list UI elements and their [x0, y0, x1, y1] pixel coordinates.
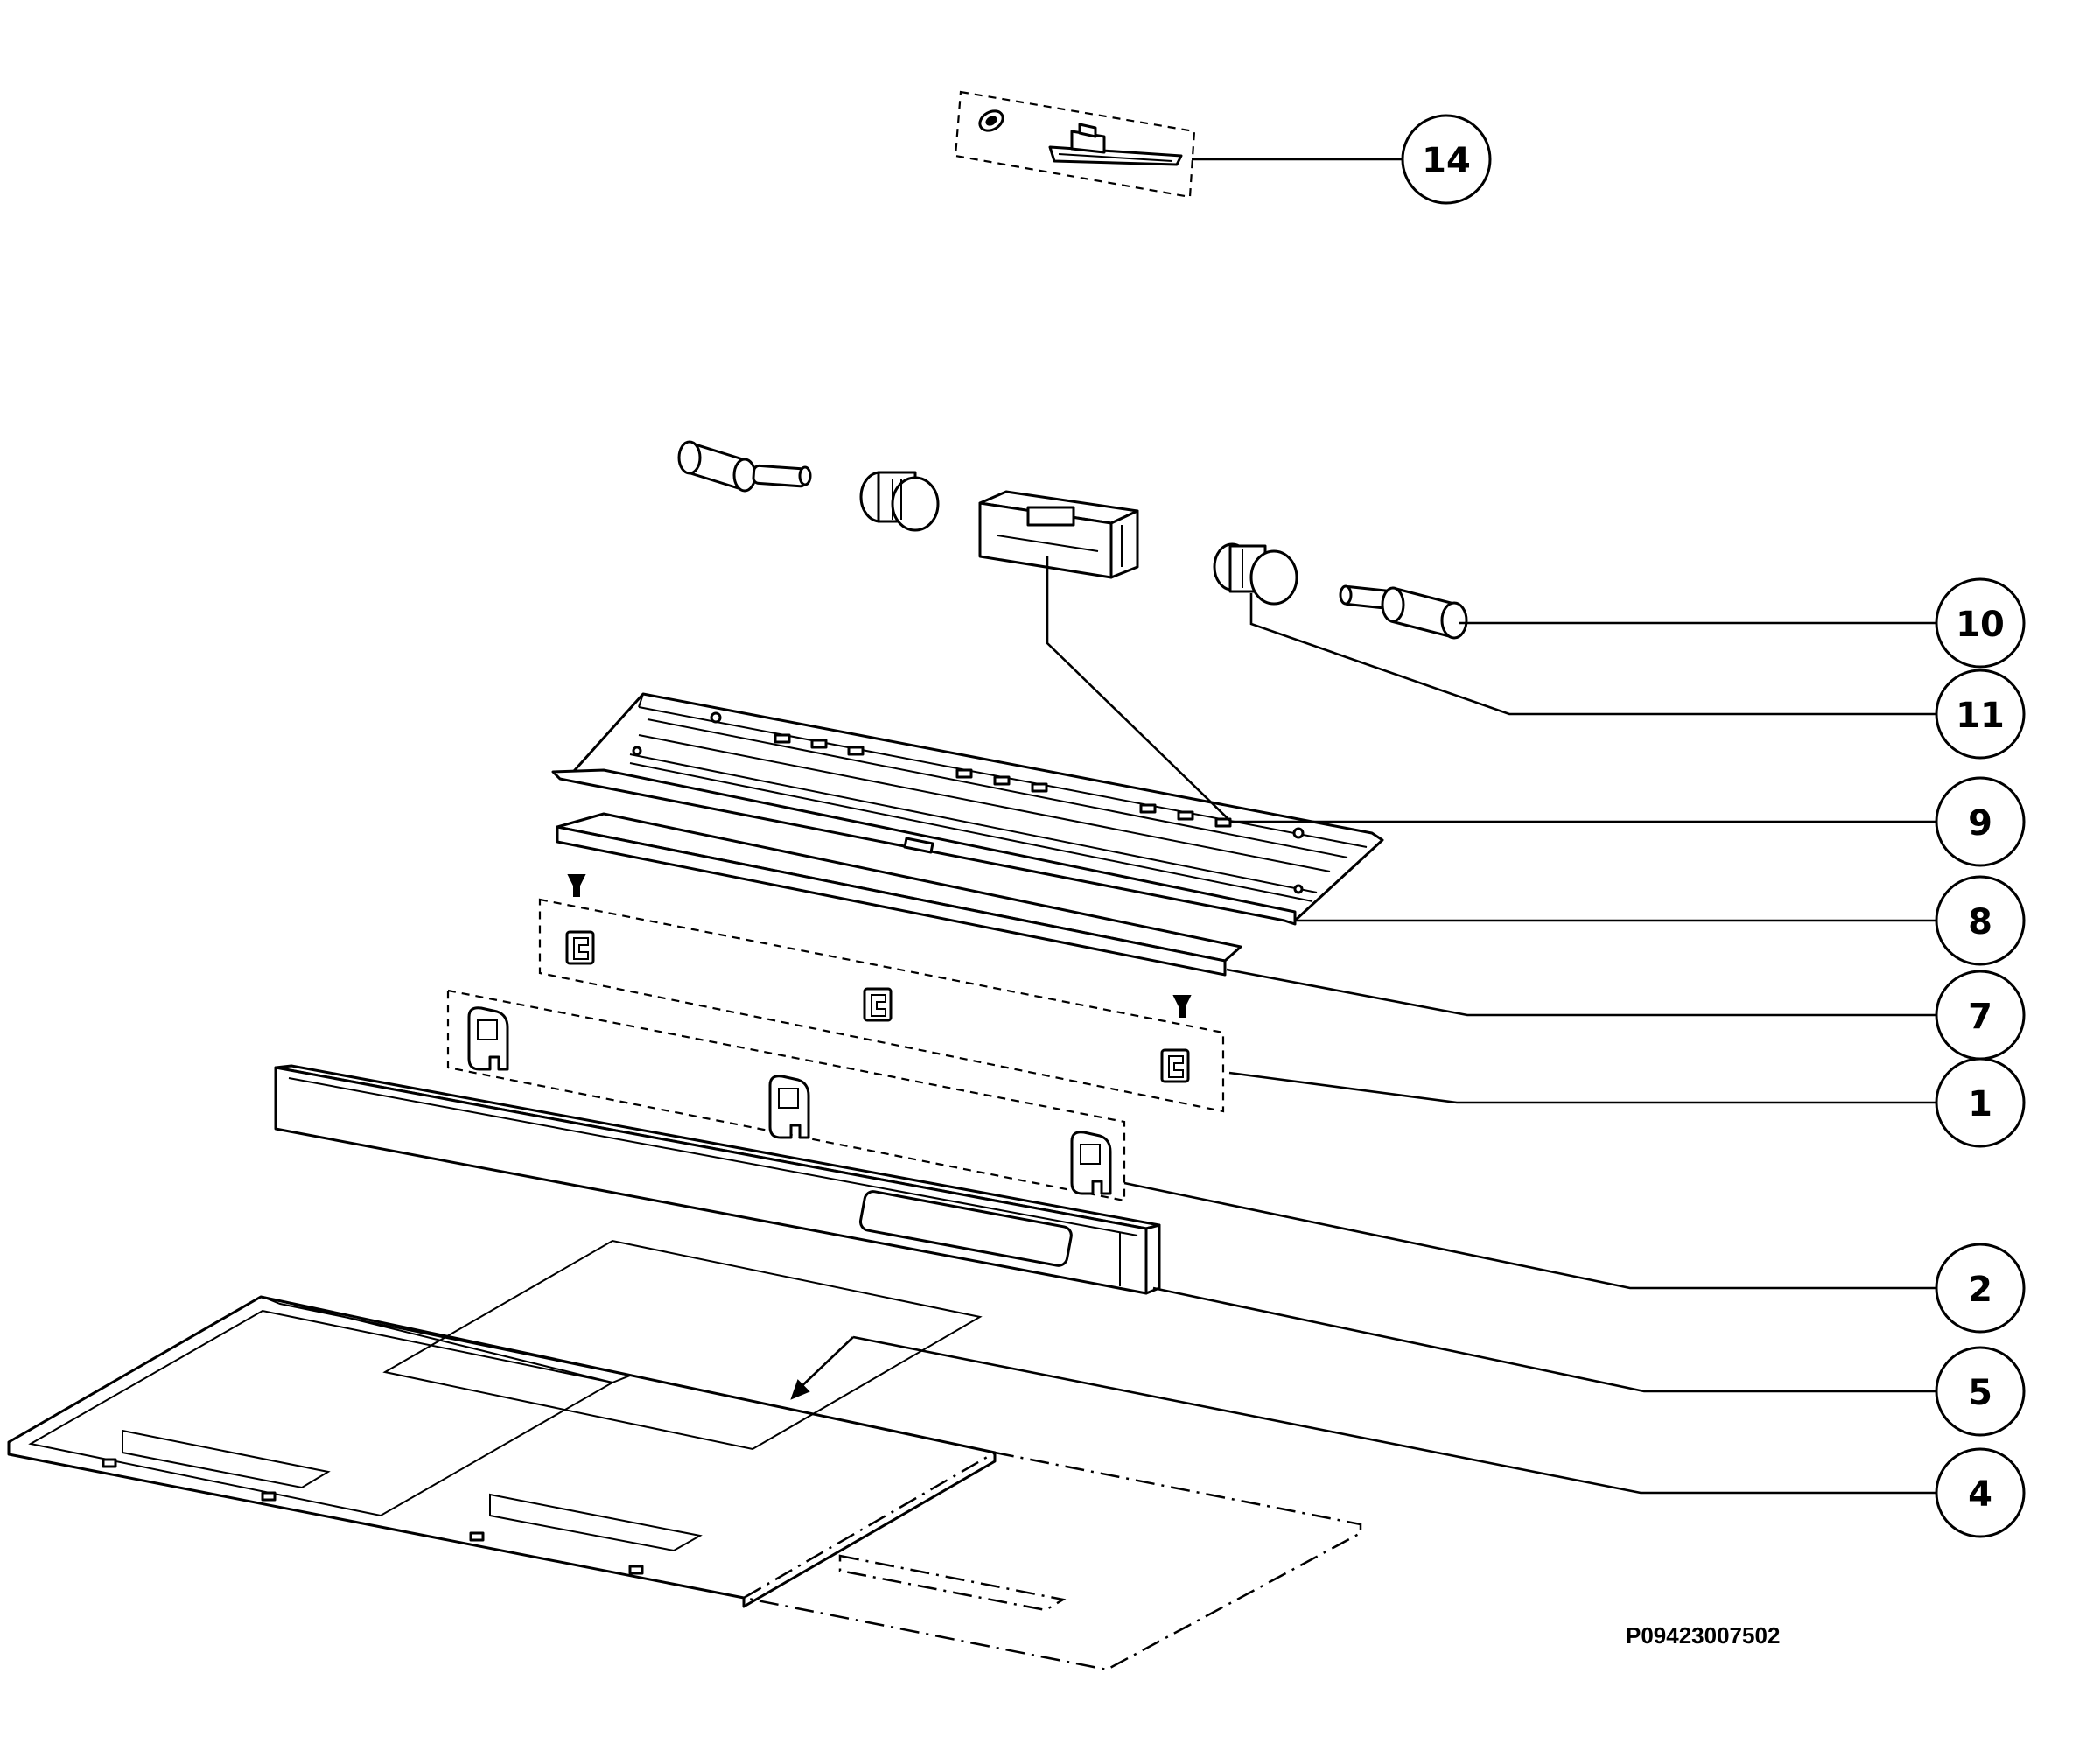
callout-14-label: 14 [1422, 141, 1471, 181]
part-7-panel [556, 812, 1242, 976]
part-14-clip-kit [954, 90, 1196, 199]
callout-4[interactable]: 4 [1935, 1447, 2026, 1538]
leader-lines [790, 158, 1946, 1494]
callout-5-label: 5 [1968, 1373, 1992, 1413]
callout-14[interactable]: 14 [1401, 114, 1492, 205]
clip-a [565, 930, 595, 965]
part-2-bracket-set [446, 989, 1126, 1202]
callout-7[interactable]: 7 [1935, 970, 2026, 1060]
part-10-right-knob-spindle [1339, 584, 1468, 640]
left-knob-spindle [677, 440, 812, 493]
right-knob-bearing [1213, 542, 1298, 606]
bracket-a [467, 1006, 509, 1071]
callout-2-label: 2 [1968, 1270, 1992, 1310]
callout-8[interactable]: 8 [1935, 875, 2026, 966]
callout-9[interactable]: 9 [1935, 776, 2026, 867]
callout-8-label: 8 [1968, 902, 1992, 942]
callout-11[interactable]: 11 [1935, 668, 2026, 760]
part-9-switch-housing [978, 490, 1139, 579]
callout-7-label: 7 [1968, 997, 1992, 1037]
callout-9-label: 9 [1968, 803, 1992, 844]
callout-1[interactable]: 1 [1935, 1057, 2026, 1148]
bracket-b [768, 1074, 810, 1139]
callout-10[interactable]: 10 [1935, 578, 2026, 668]
callout-4-label: 4 [1968, 1474, 1992, 1515]
callout-11-label: 11 [1956, 696, 2005, 736]
left-knob-bearing [859, 471, 940, 532]
small-plug-piece [978, 109, 1004, 132]
screw-right [1172, 995, 1192, 1018]
callout-2[interactable]: 2 [1935, 1242, 2026, 1334]
part-1-clip-set [538, 898, 1225, 1113]
callout-1-label: 1 [1968, 1084, 1992, 1124]
part-5-front-trim [274, 1064, 1161, 1295]
spring-clip-piece [1048, 122, 1183, 166]
part-4-filter-panels [7, 1239, 1362, 1671]
bracket-c [1070, 1130, 1112, 1195]
callout-5[interactable]: 5 [1935, 1346, 2026, 1437]
clip-b [863, 987, 892, 1022]
clip-c [1160, 1048, 1190, 1083]
drawing-code: P09423007502 [1626, 1622, 1780, 1648]
screw-left [567, 874, 586, 897]
callout-10-label: 10 [1956, 605, 2005, 645]
